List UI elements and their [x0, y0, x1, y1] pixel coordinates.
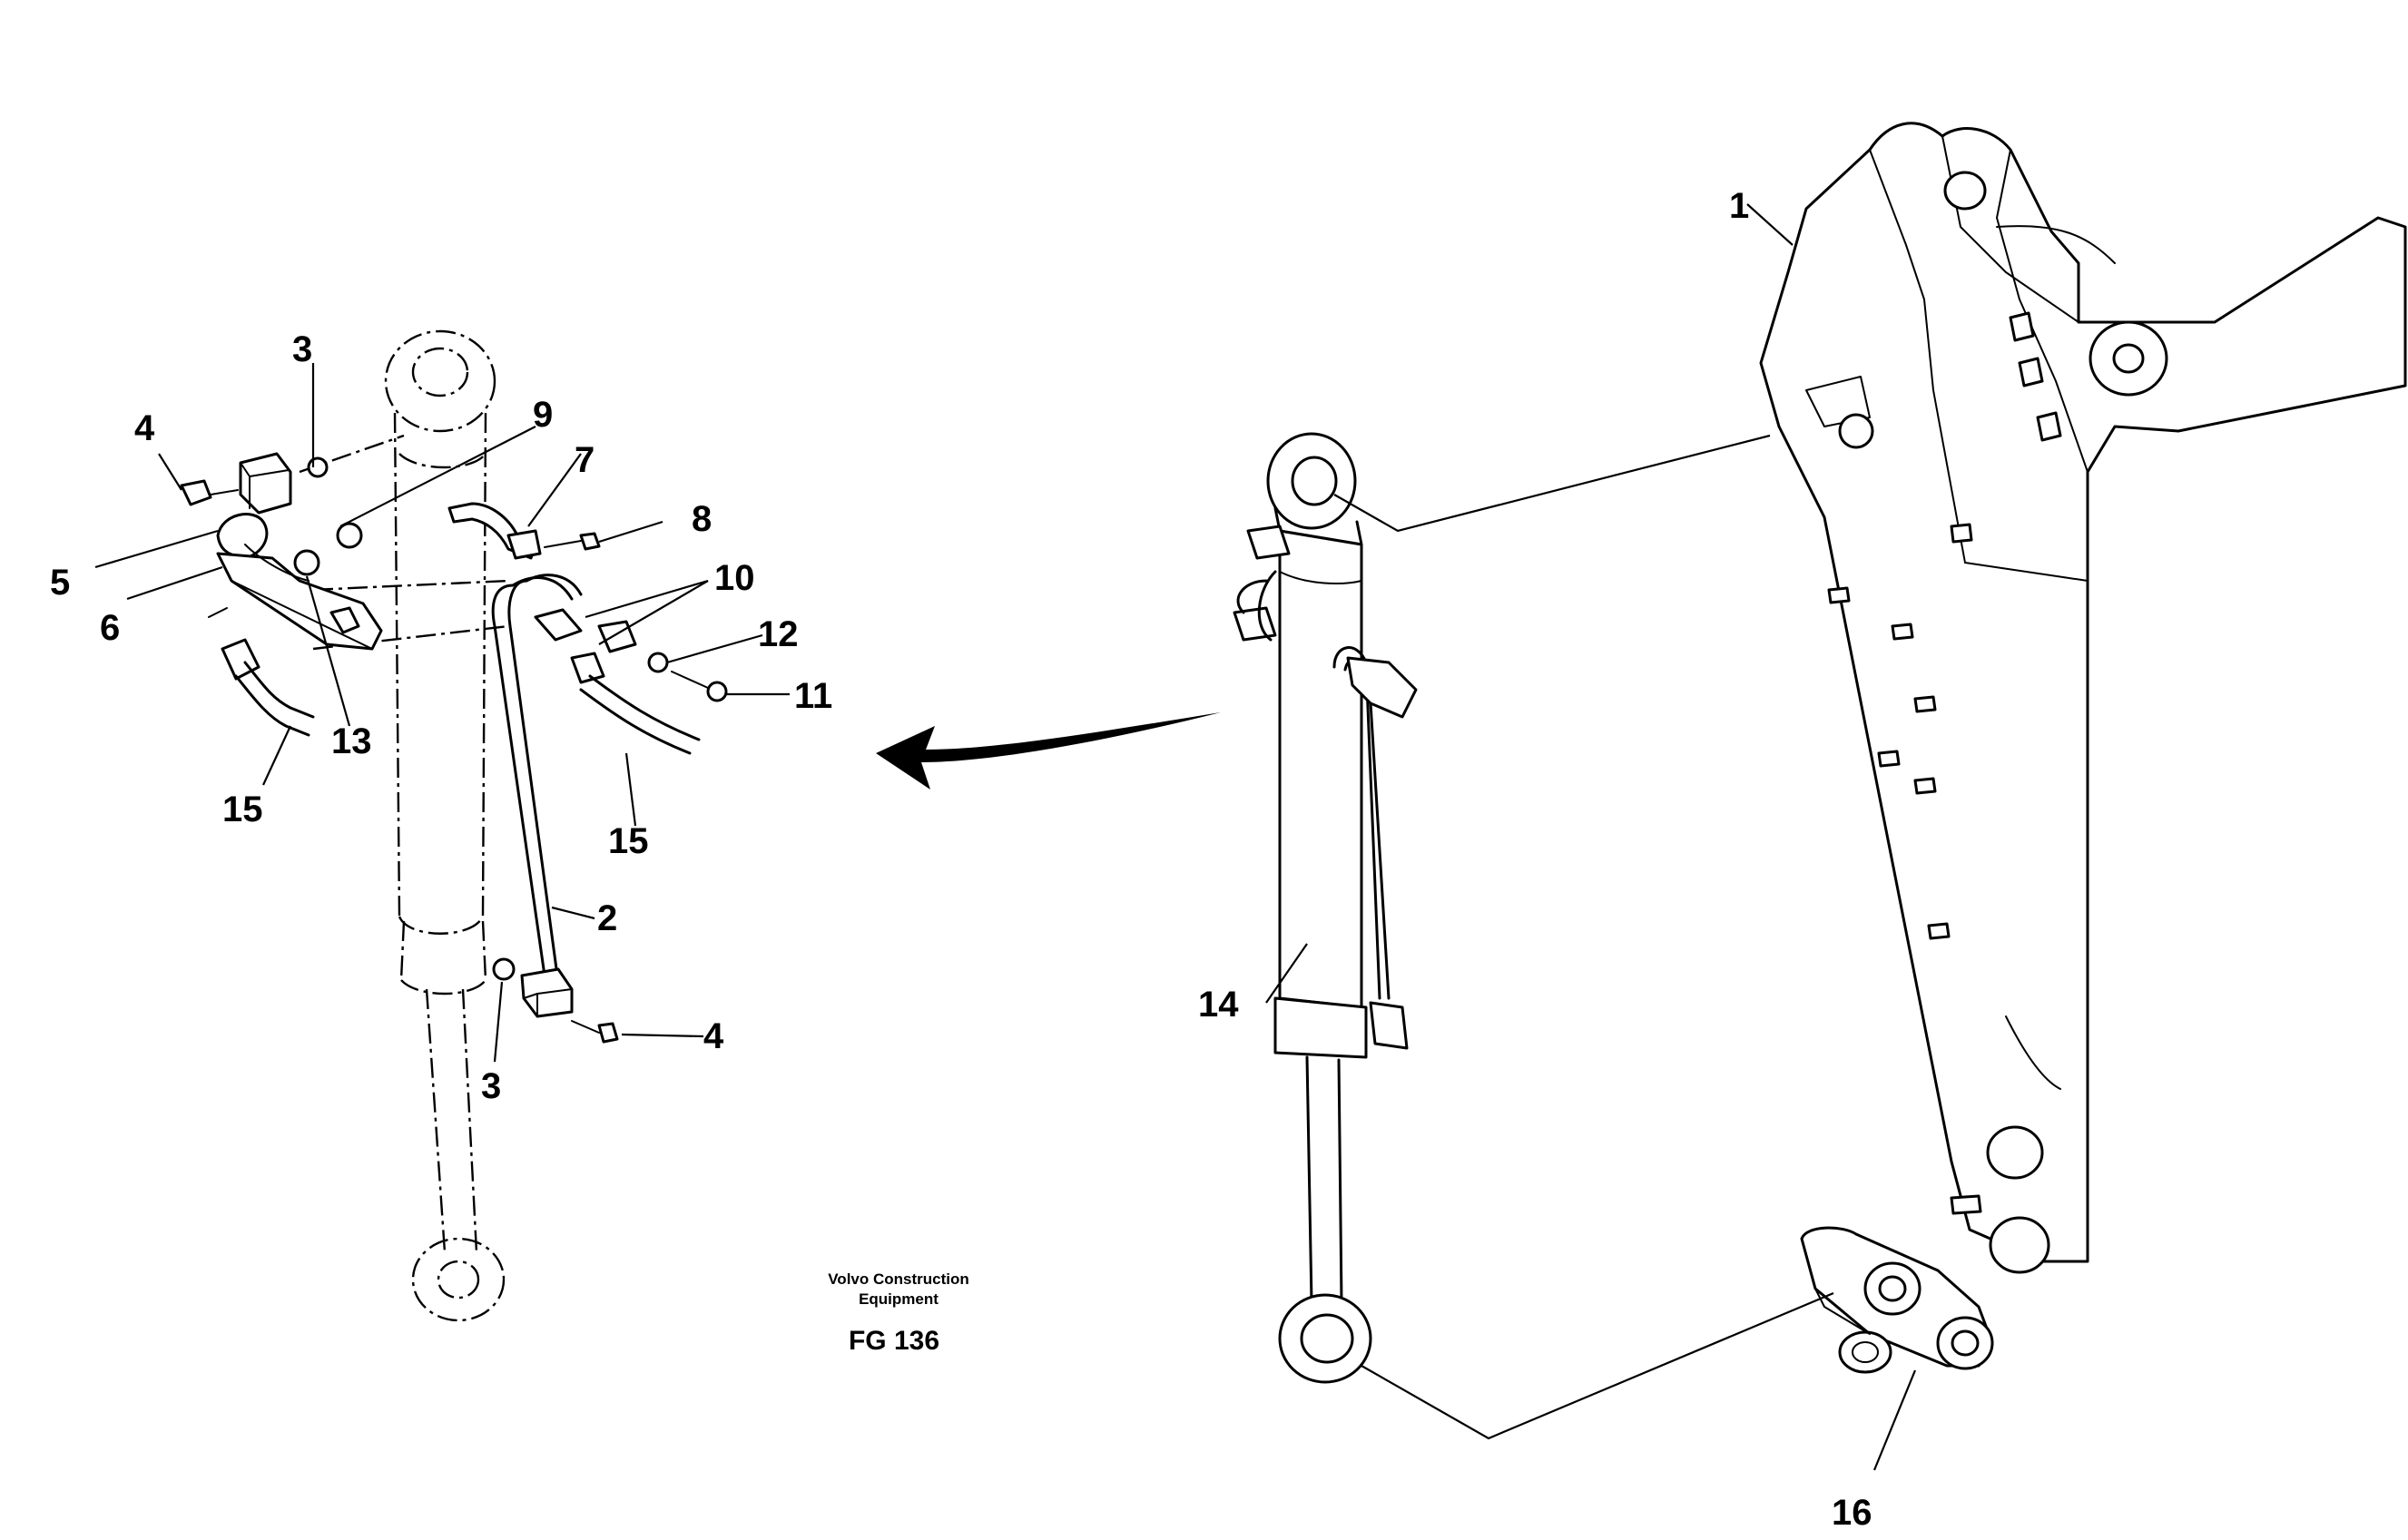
- callout-14: 14: [1198, 985, 1239, 1025]
- callout-16: 16: [1832, 1493, 1872, 1533]
- callout-1: 1: [1729, 186, 1749, 226]
- pipe: [491, 574, 583, 977]
- callout-11: 11: [794, 676, 832, 716]
- callout-3-top: 3: [292, 329, 312, 369]
- callout-15-left: 15: [222, 790, 263, 829]
- callout-9: 9: [533, 395, 553, 435]
- callout-13: 13: [331, 721, 372, 761]
- detail-view: [94, 329, 790, 1322]
- lower-bracket-assembly: [492, 957, 619, 1044]
- callout-labels: 1 2 3 3 4 4 5 6 7 8 9 10 11 12 13 14 15 …: [50, 186, 1872, 1533]
- callout-10: 10: [714, 558, 755, 598]
- callout-12: 12: [758, 614, 799, 654]
- cylinder-outline-dashed: [299, 329, 509, 1322]
- caption-line-2: Equipment: [859, 1290, 939, 1308]
- cylinder-assembly: [1233, 432, 1418, 1384]
- callout-5: 5: [50, 563, 70, 603]
- callout-4-top: 4: [134, 408, 155, 448]
- upper-bracket-assembly: [180, 452, 383, 651]
- direction-arrow: [876, 712, 1221, 790]
- callout-6: 6: [100, 608, 120, 648]
- upper-fitting-group: [534, 608, 728, 755]
- figure-code: FG 136: [849, 1326, 939, 1356]
- callout-2: 2: [597, 898, 617, 938]
- boom-arm: [1759, 122, 2407, 1274]
- clamp-and-bolt: [447, 502, 601, 560]
- callout-3-bottom: 3: [481, 1066, 501, 1106]
- callout-8: 8: [692, 499, 712, 539]
- left-hose: [208, 607, 315, 737]
- callout-7: 7: [575, 440, 595, 480]
- callout-4-bottom: 4: [703, 1016, 724, 1056]
- caption-line-1: Volvo Construction: [828, 1270, 969, 1288]
- connection-lines: [1265, 203, 1917, 1471]
- detail-leaders: [94, 363, 790, 1063]
- figure-caption: Volvo Construction Equipment FG 136: [828, 1270, 969, 1356]
- callout-15-right: 15: [608, 821, 649, 861]
- linkage-part: [1800, 1226, 1994, 1374]
